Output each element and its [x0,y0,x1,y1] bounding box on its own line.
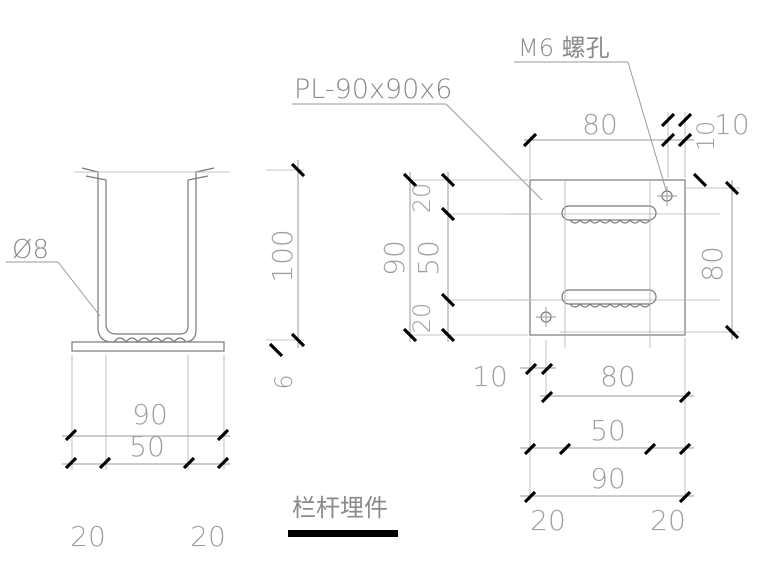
dim-bottom-overall: 90 [590,462,626,495]
dim-inner-width: 50 [129,430,165,463]
weld-bottom [569,303,651,308]
rod-leader [57,261,101,317]
dim-tick [540,362,554,376]
dim-tick [692,172,708,188]
dim-tick [558,442,572,456]
dim-tick [98,456,112,470]
u-rod-outer [81,167,215,343]
dim-tick [290,332,306,348]
dim-top-edge-vertical: 10 [692,121,720,152]
section-view: 90 50 20 20 Ø8 100 6 [6,160,306,553]
dim-tick [64,456,78,470]
bolt-leader [627,61,667,191]
dim-right-hole-spacing: 80 [696,246,729,282]
dim-tick [523,490,537,504]
dim-left-mid: 50 [412,240,445,276]
dim-top-edge: 10 [714,108,750,141]
base-plate [71,341,225,352]
dim-tick [677,112,693,128]
dim-tick [678,390,692,404]
weld-top [569,219,651,224]
drawing-title: 栏杆埋件 [292,494,388,522]
title-underline [288,530,398,537]
plate-label: PL-90x90x6 [294,74,452,105]
dim-edge-right: 20 [190,520,226,553]
dim-tick [402,172,418,188]
dim-tick [643,442,657,456]
dim-tick [522,132,538,148]
dim-tick [524,362,538,376]
u-rod-inner [85,175,209,335]
dim-height: 100 [266,229,299,282]
dim-bottom-mid: 50 [590,414,626,447]
dim-tick [290,162,306,178]
dim-tick [724,180,740,196]
rod-slot-bottom [561,289,657,305]
dim-tick [440,172,456,188]
dim-tick [540,390,554,404]
dim-overall-width: 90 [132,398,168,431]
dim-tick [440,327,456,343]
dim-tick [182,456,196,470]
dim-bottom-edge-left: 10 [472,360,508,393]
dim-tick [660,132,676,148]
dim-tick [268,342,284,358]
plate-outline [529,179,686,336]
dim-tick [402,327,418,343]
dim-tick [724,324,740,340]
dim-bottom-edge-b: 20 [650,504,686,537]
dim-left-overall: 90 [378,240,411,276]
dim-tick [440,206,456,222]
plan-view: PL-90x90x6 M6 螺孔 80 10 10 90 20 50 [292,34,750,537]
rod-slot-top [561,205,657,221]
dim-tick [677,132,693,148]
plate-leader [445,103,543,201]
dim-left-top: 20 [408,183,436,214]
weld-beads [113,337,187,343]
rod-label: Ø8 [12,235,49,265]
title-block: 栏杆埋件 [288,494,398,537]
dim-tick [216,456,230,470]
dim-bottom-hole-spacing: 80 [600,360,636,393]
dim-tick [660,112,676,128]
dim-tick [678,490,692,504]
bolt-hole-label: M6 螺孔 [518,34,610,62]
dim-left-bottom: 20 [408,303,436,334]
dim-plate-thickness: 6 [270,374,298,389]
dim-tick [678,442,692,456]
dim-bottom-edge-a: 20 [530,504,566,537]
dim-tick [64,428,78,442]
dim-tick [216,428,230,442]
dim-tick [523,442,537,456]
dim-top-hole-spacing: 80 [582,108,618,141]
dim-tick [440,292,456,308]
dim-edge-left: 20 [70,520,106,553]
